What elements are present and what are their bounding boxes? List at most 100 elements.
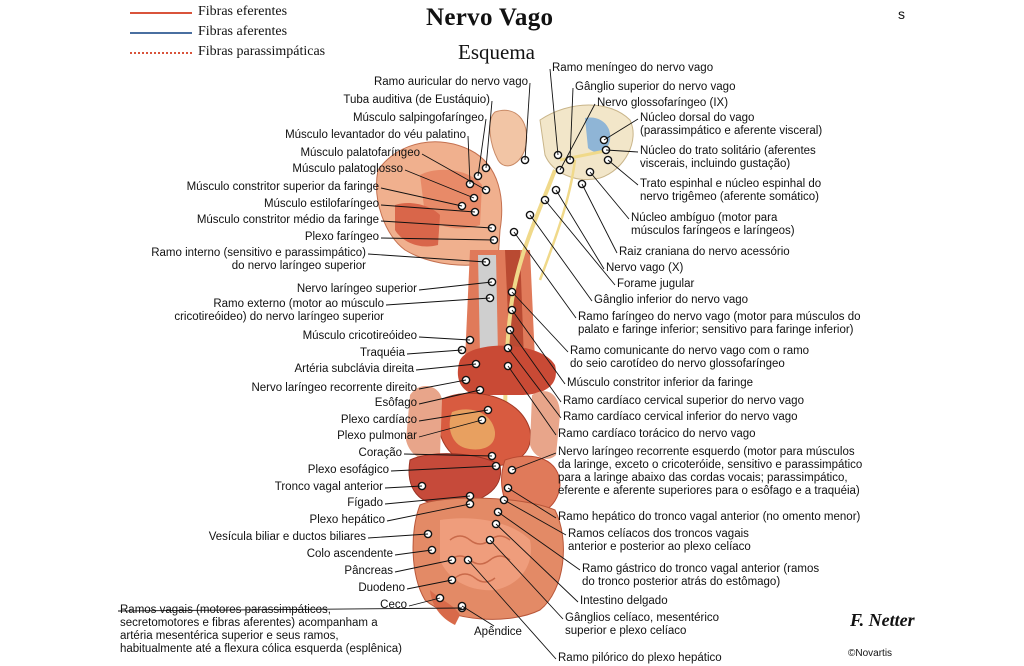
label-line: viscerais, incluindo gustação) [640, 158, 791, 170]
leader-line [421, 153, 487, 191]
label-line: artéria mesentérica superior e seus ramo… [120, 630, 339, 642]
label-line: Nervo glossofaríngeo (IX) [597, 97, 729, 109]
leader-line [555, 189, 605, 270]
leader-line [418, 409, 489, 422]
leader-line [461, 605, 495, 627]
label-line: Músculo palatoglosso [292, 163, 403, 175]
label-musculo-estilofaringeo: Músculo estilofaríngeo [264, 198, 379, 211]
label-figado: Fígado [347, 497, 383, 510]
label-line: Tuba auditiva (de Eustáquio) [343, 94, 490, 106]
label-line: Ramo comunicante do nervo vago com o ram… [570, 345, 810, 357]
label-line: Gânglios celíaco, mesentérico [565, 612, 720, 624]
label-esofago: Esôfago [375, 397, 417, 410]
label-plexo-hepatico: Plexo hepático [310, 514, 385, 527]
label-line: Ramo faríngeo do nervo vago (motor para … [578, 311, 861, 323]
label-line: Traquéia [360, 347, 405, 359]
label-line: Esôfago [374, 397, 417, 409]
leader-line [117, 607, 463, 612]
label-line: Núcleo ambíguo (motor para [631, 212, 778, 224]
label-musculo-constritor-superior-da-faringe: Músculo constritor superior da faringe [187, 181, 379, 194]
label-line: Ramo gástrico do tronco vagal anterior (… [582, 563, 820, 575]
label-ramo-comunicante-do-nervo-vago-com-o-ram: Ramo comunicante do nervo vago com o ram… [570, 345, 809, 371]
label-plexo-pulmonar: Plexo pulmonar [337, 430, 417, 443]
label-line: Músculo palatofaríngeo [300, 147, 420, 159]
label-line: Ramo meníngeo do nervo vago [552, 62, 714, 74]
label-line: Forame jugular [617, 278, 695, 290]
leader-line [507, 365, 557, 436]
leader-line [467, 135, 471, 185]
leader-line [406, 579, 453, 590]
label-line: Músculo estilofaríngeo [263, 198, 379, 210]
label-line: Ramos celíacos dos troncos vagais [568, 528, 749, 540]
label-line: Músculo levantador do véu palatino [285, 129, 466, 141]
leader-line [404, 169, 475, 199]
copyright-notice: ©Novartis [848, 648, 893, 659]
leader-line [605, 149, 639, 153]
leader-line [509, 329, 562, 403]
leader-line [549, 68, 559, 156]
leader-line [408, 597, 441, 607]
leader-line [477, 118, 487, 177]
label-line: Plexo faríngeo [304, 231, 379, 243]
label-line: Núcleo dorsal do vago [640, 112, 755, 124]
label-line: Músculo constritor médio da faringe [196, 214, 379, 226]
leader-line [581, 183, 618, 254]
leader-line [380, 187, 463, 207]
label-musculo-constritor-inferior-da-faringe: Músculo constritor inferior da faringe [567, 377, 753, 390]
label-ganglio-superior-do-nervo-vago: Gânglio superior do nervo vago [575, 81, 735, 94]
label-musculo-salpingofaringeo: Músculo salpingofaríngeo [353, 112, 484, 125]
leader-line [384, 495, 471, 505]
diagram-title: Nervo Vago [426, 4, 554, 31]
label-line: Músculo salpingofaríngeo [352, 112, 484, 124]
label-line: do seio carotídeo do nervo glossofarínge… [570, 358, 785, 370]
leader-line [418, 281, 493, 291]
leader-line [367, 253, 487, 263]
diagram-subtitle: Esquema [458, 40, 535, 64]
leader-line [607, 159, 639, 186]
label-ceco: Ceco [380, 599, 407, 612]
leader-line [497, 511, 581, 571]
label-forame-jugular: Forame jugular [617, 278, 694, 291]
label-plexo-faringeo: Plexo faríngeo [305, 231, 379, 244]
leader-line [380, 204, 476, 213]
leader-line [384, 485, 423, 489]
leader-line [380, 237, 495, 241]
leader-line [511, 309, 566, 385]
leader-line [489, 539, 564, 620]
label-nervo-laringeo-superior: Nervo laríngeo superior [297, 283, 417, 296]
label-coracao: Coração [359, 447, 402, 460]
label-nervo-glossofaringeo-ix: Nervo glossofaríngeo (IX) [597, 97, 728, 110]
leader-line [386, 503, 471, 522]
label-ramos-vagais-motores-parassimpaticos: Ramos vagais (motores parassimpáticos,se… [120, 604, 402, 656]
leader-line [403, 453, 493, 457]
label-apendice: Apêndice [474, 626, 522, 639]
leader-line [485, 100, 493, 169]
label-line: secretomotores e fibras aferentes) acomp… [120, 617, 378, 629]
label-nervo-vago-x: Nervo vago (X) [606, 262, 683, 275]
leader-line [544, 199, 616, 286]
label-line: Músculo cricotireóideo [302, 330, 417, 342]
label-musculo-constritor-medio-da-faringe: Músculo constritor médio da faringe [197, 214, 379, 227]
label-musculo-levantador-do-veu-palatino: Músculo levantador do véu palatino [285, 129, 466, 142]
label-raiz-craniana-do-nervo-acessorio: Raiz craniana do nervo acessório [619, 246, 790, 259]
legend-swatch-efferent [130, 12, 192, 14]
label-line: Nervo vago (X) [606, 262, 684, 274]
label-ganglio-inferior-do-nervo-vago: Gânglio inferior do nervo vago [594, 294, 748, 307]
label-musculo-palatofaringeo: Músculo palatofaríngeo [300, 147, 420, 160]
label-line: Trato espinhal e núcleo espinhal do [640, 178, 822, 190]
label-line: Ramos vagais (motores parassimpáticos, [120, 604, 331, 616]
label-line: habitualmente até a flexura cólica esque… [120, 643, 402, 655]
label-line: do tronco posterior atrás do estômago) [582, 576, 781, 588]
label-line: Ramo auricular do nervo vago [373, 76, 528, 88]
label-ramo-cardiaco-cervical-inferior-do-nervo: Ramo cardíaco cervical inferior do nervo… [563, 411, 798, 424]
label-line: Núcleo do trato solitário (aferentes [640, 145, 816, 157]
leader-line [418, 389, 481, 405]
leader-line [559, 103, 596, 171]
label-vesicula-biliar-e-ductos-biliares: Vesícula biliar e ductos biliares [209, 531, 366, 544]
label-line: Pâncreas [344, 565, 393, 577]
label-line: Músculo constritor inferior da faringe [567, 377, 753, 389]
label-line: Colo ascendente [306, 548, 393, 560]
